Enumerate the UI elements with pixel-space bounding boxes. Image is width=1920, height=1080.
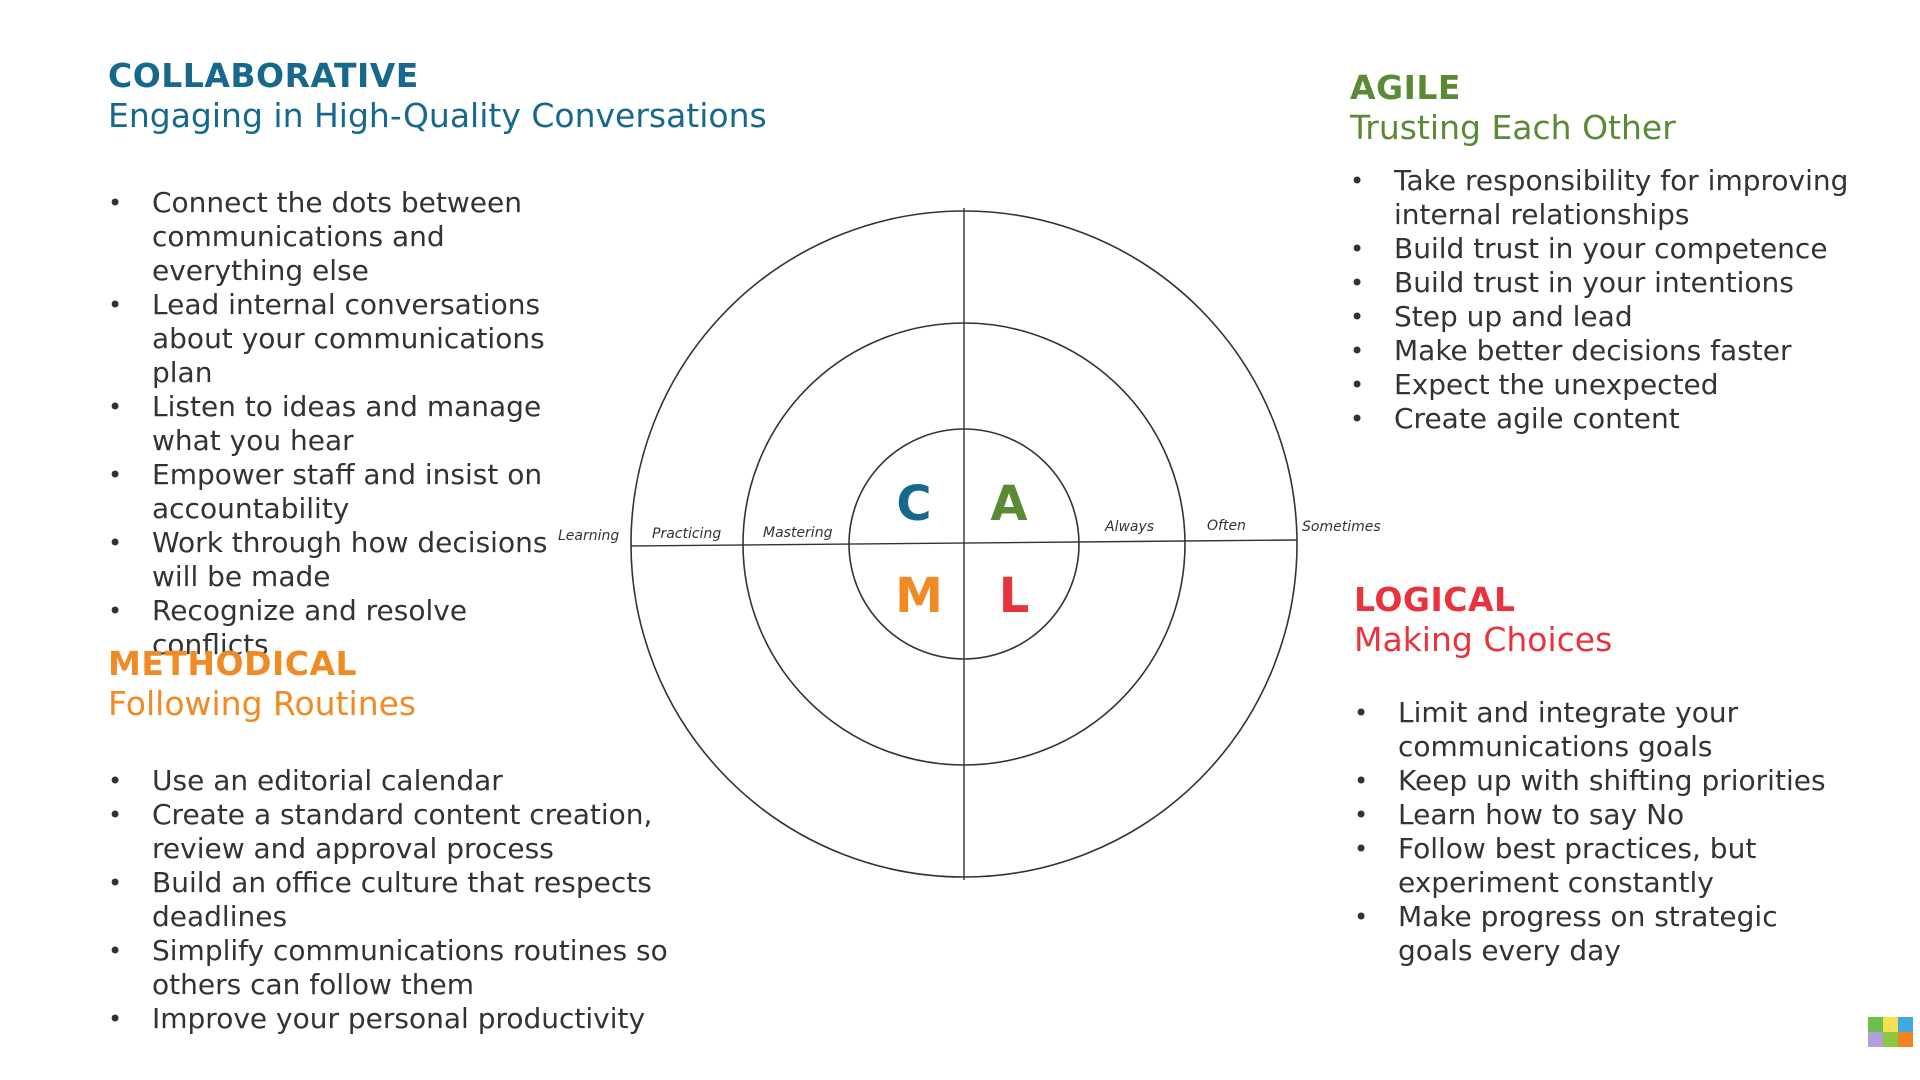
methodical-subtitle: Following Routines: [108, 684, 417, 723]
agile-subtitle: Trusting Each Other: [1350, 108, 1676, 147]
agile-item: Expect the unexpected: [1350, 368, 1850, 402]
methodical-section: METHODICAL Following Routines Use an edi…: [108, 644, 708, 1036]
letter-c: C: [896, 476, 931, 532]
scale-label-sometimes: Sometimes: [1302, 519, 1381, 535]
logo-cell: [1898, 1017, 1913, 1032]
logo-cell: [1868, 1032, 1883, 1047]
logo-cell: [1898, 1032, 1913, 1047]
collaborative-item: Work through how decisions will be made: [108, 526, 568, 594]
methodical-item: Improve your personal productivity: [108, 1002, 708, 1036]
collaborative-item: Lead internal conversations about your c…: [108, 288, 568, 390]
collaborative-item: Listen to ideas and manage what you hear: [108, 390, 568, 458]
horizontal-axis: [630, 539, 1298, 547]
letter-a: A: [990, 476, 1027, 532]
brand-logo: [1868, 1017, 1914, 1063]
scale-label-practicing: Practicing: [652, 526, 721, 542]
logo-cell: [1883, 1017, 1898, 1032]
agile-title: AGILE: [1350, 68, 1461, 107]
logical-item: Learn how to say No: [1354, 798, 1854, 832]
scale-label-mastering: Mastering: [763, 525, 833, 541]
methodical-item: Use an editorial calendar: [108, 764, 708, 798]
logical-subtitle: Making Choices: [1354, 620, 1613, 659]
logo-cell: [1883, 1032, 1898, 1047]
logical-item: Keep up with shifting priorities: [1354, 764, 1854, 798]
logical-title: LOGICAL: [1354, 580, 1516, 619]
agile-item: Create agile content: [1350, 402, 1850, 436]
agile-list: Take responsibility for improving intern…: [1350, 164, 1850, 436]
agile-item: Make better decisions faster: [1350, 334, 1850, 368]
methodical-item: Simplify communications routines so othe…: [108, 934, 708, 1002]
scale-label-learning: Learning: [558, 528, 619, 544]
collaborative-item: Empower staff and insist on accountabili…: [108, 458, 568, 526]
letter-l: L: [999, 568, 1030, 624]
agile-item: Build trust in your intentions: [1350, 266, 1850, 300]
methodical-list: Use an editorial calendar Create a stand…: [108, 764, 708, 1036]
logical-item: Make progress on strategic goals every d…: [1354, 900, 1854, 968]
logical-section: LOGICAL Making Choices Limit and integra…: [1354, 580, 1854, 968]
caml-wheel-diagram: Learning Practicing Mastering Always Oft…: [558, 208, 1381, 880]
methodical-item: Build an office culture that respects de…: [108, 866, 708, 934]
agile-section: AGILE Trusting Each Other Take responsib…: [1350, 68, 1850, 436]
collaborative-subtitle: Engaging in High-Quality Conversations: [108, 96, 767, 135]
logo-cell: [1868, 1017, 1883, 1032]
collaborative-item: Connect the dots between communications …: [108, 186, 568, 288]
collaborative-title: COLLABORATIVE: [108, 56, 419, 95]
collaborative-item: Recognize and resolve conflicts: [108, 594, 568, 662]
agile-item: Build trust in your competence: [1350, 232, 1850, 266]
collaborative-list: Connect the dots between communications …: [108, 186, 568, 662]
collaborative-section: COLLABORATIVE Engaging in High-Quality C…: [108, 56, 768, 662]
scale-label-often: Often: [1207, 518, 1246, 534]
logical-item: Follow best practices, but experiment co…: [1354, 832, 1854, 900]
agile-item: Step up and lead: [1350, 300, 1850, 334]
agile-item: Take responsibility for improving intern…: [1350, 164, 1850, 232]
methodical-item: Create a standard content creation, revi…: [108, 798, 708, 866]
logical-item: Limit and integrate your communications …: [1354, 696, 1854, 764]
logical-list: Limit and integrate your communications …: [1354, 696, 1854, 968]
letter-m: M: [895, 568, 943, 624]
methodical-title: METHODICAL: [108, 644, 358, 683]
scale-label-always: Always: [1104, 519, 1154, 535]
